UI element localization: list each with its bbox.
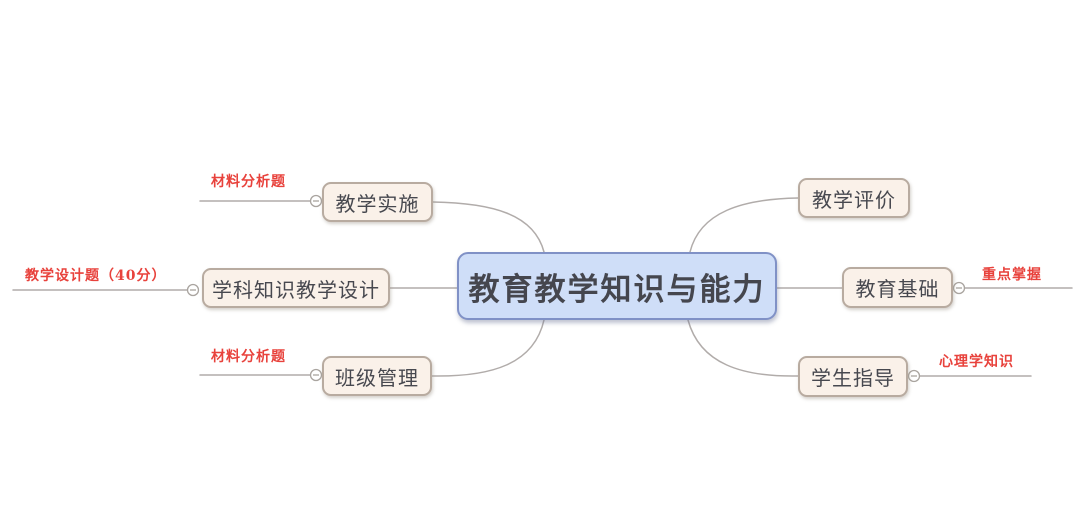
central-topic-node[interactable]: 教育教学知识与能力 <box>457 252 777 320</box>
branch-node-xuesheng-zhidao[interactable]: 学生指导 <box>798 356 908 397</box>
annotation-xueke-sheji[interactable]: 教学设计题（40分） <box>25 268 167 284</box>
annotation-xuesheng-zhidao[interactable]: 心理学知识 <box>939 354 1014 370</box>
annotation-banji-guanli[interactable]: 材料分析题 <box>211 349 286 365</box>
annotation-jiaoxue-shishi[interactable]: 材料分析题 <box>211 174 286 190</box>
branch-node-xueke-sheji[interactable]: 学科知识教学设计 <box>202 268 390 308</box>
branch-node-jiaoxue-shishi[interactable]: 教学实施 <box>322 182 433 222</box>
branch-node-jiaoxue-pingjia[interactable]: 教学评价 <box>798 178 910 218</box>
annotation-jiaoyu-jichu[interactable]: 重点掌握 <box>982 267 1042 283</box>
branch-node-jiaoyu-jichu[interactable]: 教育基础 <box>842 267 953 308</box>
connector-root-zhidao <box>687 319 799 377</box>
connector-root-shishi <box>432 201 545 253</box>
connector-root-pingjia <box>689 197 799 253</box>
connector-root-banji <box>431 319 545 377</box>
branch-node-banji-guanli[interactable]: 班级管理 <box>322 356 432 396</box>
